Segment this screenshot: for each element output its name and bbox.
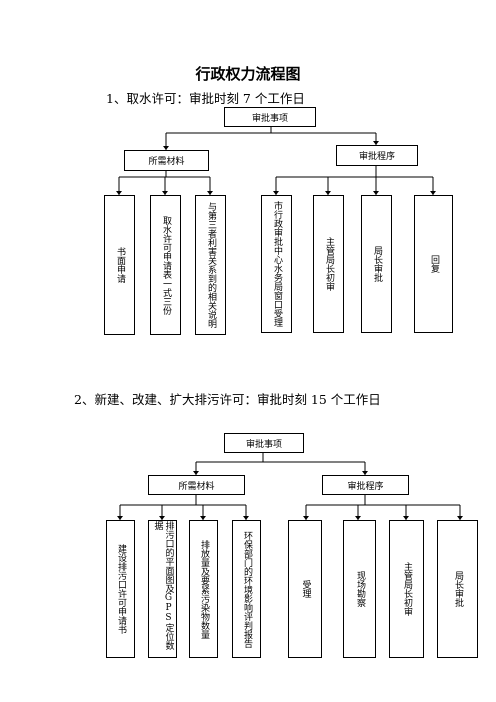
s1-procedure-step-text: 回复 [429,255,439,273]
s2-procedure-step-text: 受理 [300,580,311,598]
s2-material-text: 建设排污口许可申请书 [116,544,126,634]
s1-root-label: 审批事项 [251,113,288,124]
s1-material-box: 书面申请 [104,195,135,335]
s2-material-box: 建设排污口许可申请书 [106,520,135,658]
s2-procedure-box: 审批程序 [322,475,409,495]
s2-materials-box: 所需材料 [148,475,245,495]
s2-material-text: 排放量及要紧污染物数量 [199,539,209,639]
s1-materials-box: 所需材料 [124,150,209,171]
s1-material-text: 取水许可申请表一式三份 [161,215,171,315]
s1-procedure-label: 审批程序 [358,152,395,162]
s2-material-box: 排放量及要紧污染物数量 [189,520,218,658]
page-title: 行政权力流程图 [195,65,301,83]
section-2-heading: 2、新建、改建、扩大排污许可：审批时刻 15 个工作日 [74,392,381,407]
s1-material-text: 书面申请 [115,247,125,283]
s2-procedure-step-box: 局长审批 [437,520,478,658]
s1-material-box: 取水许可申请表一式三份 [150,195,181,335]
s1-procedure-step-text: 局长审批 [372,246,382,282]
s1-procedure-box: 审批程序 [336,145,418,166]
s1-procedure-step-text: 市行政审批中心水务局窗口受理 [272,201,282,327]
section-1-heading: 1、取水许可：审批时刻 7 个工作日 [106,91,305,106]
s1-material-box: 与第三者利害关系到的相关说明 [195,195,226,335]
s2-procedure-label: 审批程序 [347,481,384,492]
s1-root-box: 审批事项 [224,107,316,127]
s2-materials-label: 所需材料 [178,481,215,492]
s2-procedure-step-box: 主管局长初审 [389,520,424,658]
s1-procedure-step-box: 主管局长初审 [313,195,344,333]
s2-procedure-step-text: 主管局长初审 [402,562,412,616]
s2-procedure-step-box: 受理 [288,520,322,658]
s2-material-text: 环保部门的环境影响评判报告 [242,530,252,648]
s1-materials-label: 所需材料 [148,157,185,167]
s1-procedure-step-box: 局长审批 [361,195,392,333]
s2-procedure-step-text: 现场勘察 [355,571,365,607]
s1-procedure-step-text: 主管局长初审 [324,237,334,291]
s2-root-label: 审批事项 [245,439,282,450]
s2-material-box: 排污口的平面图及GPS定位数据 [148,520,177,658]
s1-procedure-step-box: 市行政审批中心水务局窗口受理 [261,195,292,333]
s2-procedure-step-box: 现场勘察 [343,520,376,658]
s2-procedure-step-text: 局长审批 [453,571,463,607]
s2-material-box: 环保部门的环境影响评判报告 [232,520,261,658]
s2-root-box: 审批事项 [224,433,304,453]
s1-material-text: 与第三者利害关系到的相关说明 [206,202,216,328]
s1-procedure-step-box: 回复 [414,195,453,333]
s2-material-text: 排污口的平面图及GPS定位数据 [152,521,174,650]
